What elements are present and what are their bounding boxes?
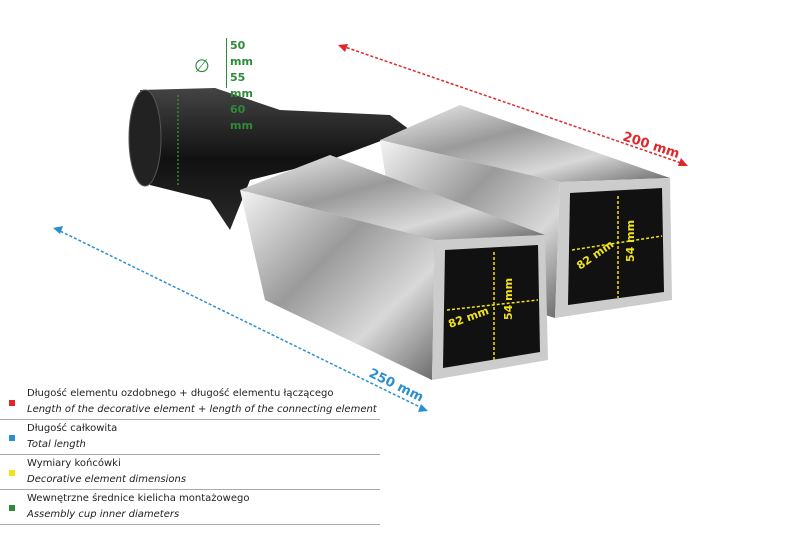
legend-label-en: Decorative element dimensions (27, 474, 187, 485)
blue-dimension-arrow (53, 226, 428, 412)
tip-dimension-marks (446, 196, 663, 360)
blue-square-icon (9, 435, 15, 441)
legend-label-en: Assembly cup inner diameters (27, 509, 180, 520)
red-dimension-arrow (338, 44, 688, 166)
red-dimension-label: 200 mm (621, 130, 682, 162)
legend-item-blue: Długość całkowita Total length (0, 421, 380, 455)
diameter-value: 50 mm (230, 39, 253, 68)
diameter-value: 55 mm (230, 71, 253, 100)
legend-label-pl: Wewnętrzne średnice kielicha montażowego (27, 493, 250, 504)
right-tip-height-label: 54 mm (624, 220, 637, 262)
diameter-icon: ∅ (194, 56, 210, 77)
red-square-icon (9, 400, 15, 406)
legend-item-yellow: Wymiary końcówki Decorative element dime… (0, 456, 380, 490)
legend-label-pl: Długość całkowita (27, 423, 118, 434)
legend-item-green: Wewnętrzne średnice kielicha montażowego… (0, 491, 380, 525)
diameter-value: 60 mm (230, 103, 253, 132)
legend-label-en: Total length (27, 439, 86, 450)
legend-label-en: Length of the decorative element + lengt… (27, 404, 377, 415)
left-tip (240, 155, 548, 380)
inlet-pipe (128, 88, 410, 230)
legend-label-pl: Długość elementu ozdobnego + długość ele… (27, 388, 334, 399)
legend-label-pl: Wymiary końcówki (27, 458, 121, 469)
left-tip-height-label: 54 mm (502, 278, 515, 320)
green-square-icon (9, 505, 15, 511)
legend: Długość elementu ozdobnego + długość ele… (0, 386, 380, 526)
yellow-square-icon (9, 470, 15, 476)
legend-item-red: Długość elementu ozdobnego + długość ele… (0, 386, 380, 420)
